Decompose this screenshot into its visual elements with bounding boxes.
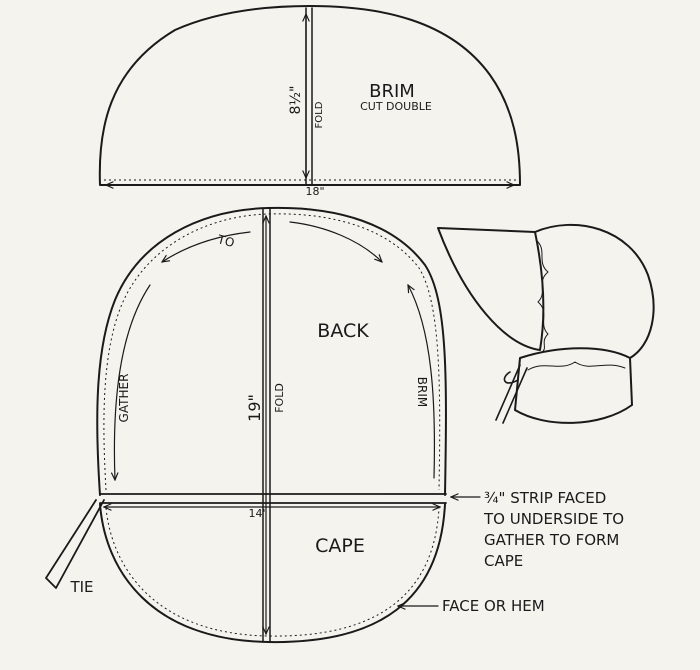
- back-outline: [96, 206, 447, 496]
- back-title: BACK: [317, 320, 369, 342]
- bonnet-crown: [534, 223, 655, 359]
- strip-note-line-3: GATHER TO FORM: [484, 531, 619, 549]
- bonnet-tie: [495, 364, 528, 424]
- face-hem-label: FACE OR HEM: [442, 597, 545, 615]
- bonnet-brim-front: [437, 227, 545, 351]
- bonnet-gathers: [535, 239, 549, 353]
- bonnet-sketch: [437, 223, 655, 424]
- brim-outline: [98, 5, 521, 186]
- to-arrow-right: [289, 221, 382, 262]
- strip-note-line-2: TO UNDERSIDE TO: [483, 510, 624, 528]
- back-width-label: 14": [248, 507, 267, 520]
- brim-side-label: BRIM: [415, 377, 429, 407]
- brim-side-arrow: [408, 285, 436, 479]
- cape-dashed-edge: [105, 507, 440, 637]
- bonnet-cape-gathers: [527, 361, 626, 371]
- brim-piece: BRIM CUT DOUBLE 8½" FOLD 18": [98, 5, 521, 198]
- back-fold-label: FOLD: [273, 383, 286, 413]
- brim-height-label: 8½": [288, 86, 304, 115]
- gather-arrow: [114, 284, 151, 480]
- brim-subtitle: CUT DOUBLE: [360, 100, 432, 113]
- brim-fold-label: FOLD: [314, 101, 325, 128]
- gather-label: GATHER: [117, 374, 131, 423]
- strip-note: ¾" STRIP FACED TO UNDERSIDE TO GATHER TO…: [451, 489, 624, 570]
- cape-outline: [99, 503, 446, 644]
- back-dashed-edge: [103, 213, 441, 491]
- back-cape-piece: BACK TO GATHER BRIM 19" FOLD 14" CAPE TI…: [45, 206, 447, 644]
- strip-note-line-1: ¾" STRIP FACED: [484, 489, 606, 507]
- bonnet-cape: [514, 347, 633, 424]
- back-height-label: 19": [245, 394, 264, 422]
- tie-strip: [45, 499, 105, 589]
- brim-title: BRIM: [369, 81, 415, 102]
- tie-label: TIE: [69, 578, 93, 596]
- brim-width-label: 18": [305, 185, 324, 198]
- face-hem-note: FACE OR HEM: [398, 597, 545, 615]
- cape-title: CAPE: [315, 535, 365, 557]
- to-label: TO: [215, 232, 236, 250]
- to-arrow-left: [162, 231, 251, 262]
- strip-note-line-4: CAPE: [484, 552, 523, 570]
